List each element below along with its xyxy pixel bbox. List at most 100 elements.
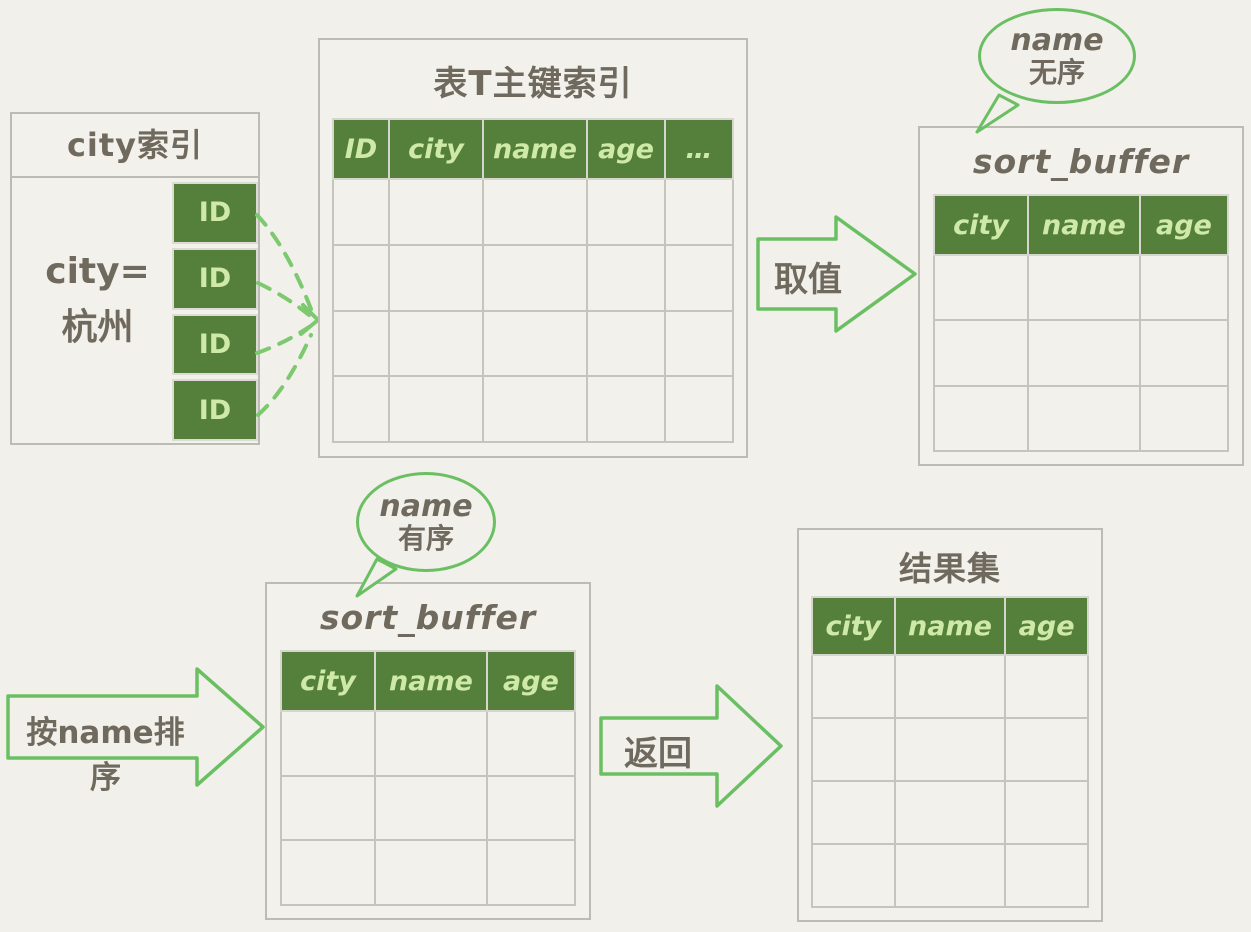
bubble-line1: name — [1010, 22, 1104, 58]
empty-cell — [1027, 253, 1141, 322]
table-row — [811, 843, 1089, 908]
table-row — [332, 375, 734, 443]
table-row — [332, 309, 734, 378]
sort-by-name-label: 按name排序 — [26, 715, 185, 796]
name-unordered-bubble: name 无序 — [978, 8, 1136, 104]
col-header-name: name — [1027, 194, 1141, 256]
table-row — [811, 717, 1089, 782]
result-set-table-wrap: city name age — [811, 596, 1089, 908]
col-header-age: age — [485, 650, 577, 712]
empty-cell — [586, 178, 666, 246]
empty-cell — [332, 309, 390, 378]
return-arrow — [599, 684, 783, 808]
empty-cell — [932, 384, 1030, 453]
empty-cell — [664, 375, 734, 443]
empty-cell — [388, 375, 484, 443]
id-column: ID ID ID ID — [172, 182, 258, 441]
sort-buffer-bottom-table: city name age — [279, 650, 577, 906]
sort-buffer-bottom-table-wrap: city name age — [279, 650, 577, 906]
name-ordered-bubble: name 有序 — [356, 472, 496, 572]
empty-cell — [482, 309, 588, 378]
result-set-box: 结果集 city name age — [797, 528, 1103, 922]
table-row — [811, 654, 1089, 719]
id-cell: ID — [172, 247, 258, 310]
result-set-table: city name age — [811, 596, 1089, 908]
empty-cell — [485, 774, 577, 842]
empty-cell — [932, 253, 1030, 322]
return-label: 返回 — [624, 734, 692, 774]
empty-cell — [932, 319, 1030, 387]
empty-cell — [482, 375, 588, 443]
empty-cell — [1004, 717, 1089, 782]
city-index-title: city索引 — [12, 114, 258, 178]
empty-cell — [1138, 253, 1230, 322]
table-row — [332, 243, 734, 312]
col-header-city: city — [388, 118, 484, 180]
id-cell: ID — [172, 313, 258, 376]
table-row — [279, 774, 577, 842]
bubble-tail — [355, 557, 398, 598]
sort-buffer-top-table: city name age — [932, 194, 1230, 453]
city-condition-label: city= 杭州 — [20, 244, 175, 356]
empty-cell — [893, 843, 1007, 908]
city-index-box: city索引 city= 杭州 ID ID ID ID — [10, 112, 260, 445]
header-row: city name age — [279, 650, 577, 712]
sort-buffer-bottom-title: sort_buffer — [319, 598, 537, 637]
header-row: city name age — [932, 194, 1230, 256]
empty-cell — [1027, 384, 1141, 453]
bubble-line2: 无序 — [1028, 56, 1085, 90]
table-row — [932, 253, 1230, 322]
empty-cell — [1027, 319, 1141, 387]
empty-cell — [485, 839, 577, 906]
col-header-city: city — [811, 596, 896, 656]
sort-buffer-bottom-box: sort_buffer city name age — [265, 582, 591, 920]
empty-cell — [374, 774, 488, 842]
bubble-line2: 有序 — [397, 522, 454, 556]
empty-cell — [374, 839, 488, 906]
empty-cell — [279, 710, 377, 777]
city-condition-line2: 杭州 — [61, 306, 134, 348]
table-row — [811, 780, 1089, 845]
empty-cell — [388, 178, 484, 246]
table-row — [279, 710, 577, 777]
empty-cell — [374, 710, 488, 777]
table-row — [279, 839, 577, 906]
col-header-city: city — [279, 650, 377, 712]
empty-cell — [482, 178, 588, 246]
id-cell: ID — [172, 182, 258, 244]
fetch-values-label: 取值 — [774, 260, 842, 300]
table-row — [332, 178, 734, 246]
id-cell: ID — [172, 379, 258, 441]
empty-cell — [586, 375, 666, 443]
col-header-id: ID — [332, 118, 390, 180]
empty-cell — [811, 654, 896, 719]
empty-cell — [482, 243, 588, 312]
empty-cell — [1138, 319, 1230, 387]
header-row: city name age — [811, 596, 1089, 656]
primary-index-title: 表T主键索引 — [433, 64, 633, 104]
dashed-id-lookup-arrows — [255, 213, 320, 417]
col-header-name: name — [893, 596, 1007, 656]
col-header-name: name — [374, 650, 488, 712]
empty-cell — [332, 375, 390, 443]
result-set-title: 结果集 — [899, 549, 1001, 588]
empty-cell — [1138, 384, 1230, 453]
empty-cell — [811, 717, 896, 782]
col-header-name: name — [482, 118, 588, 180]
sort-buffer-top-title: sort_buffer — [972, 142, 1190, 181]
sort-buffer-top-table-wrap: city name age — [932, 194, 1230, 453]
empty-cell — [1004, 780, 1089, 845]
bubble-line1: name — [379, 488, 473, 524]
city-condition-line1: city= — [45, 251, 150, 292]
col-header-ellipsis: … — [664, 118, 734, 180]
empty-cell — [1004, 654, 1089, 719]
col-header-age: age — [1138, 194, 1230, 256]
empty-cell — [388, 309, 484, 378]
empty-cell — [893, 780, 1007, 845]
empty-cell — [811, 780, 896, 845]
bubble-tail — [975, 93, 1020, 134]
empty-cell — [485, 710, 577, 777]
empty-cell — [893, 717, 1007, 782]
empty-cell — [279, 774, 377, 842]
